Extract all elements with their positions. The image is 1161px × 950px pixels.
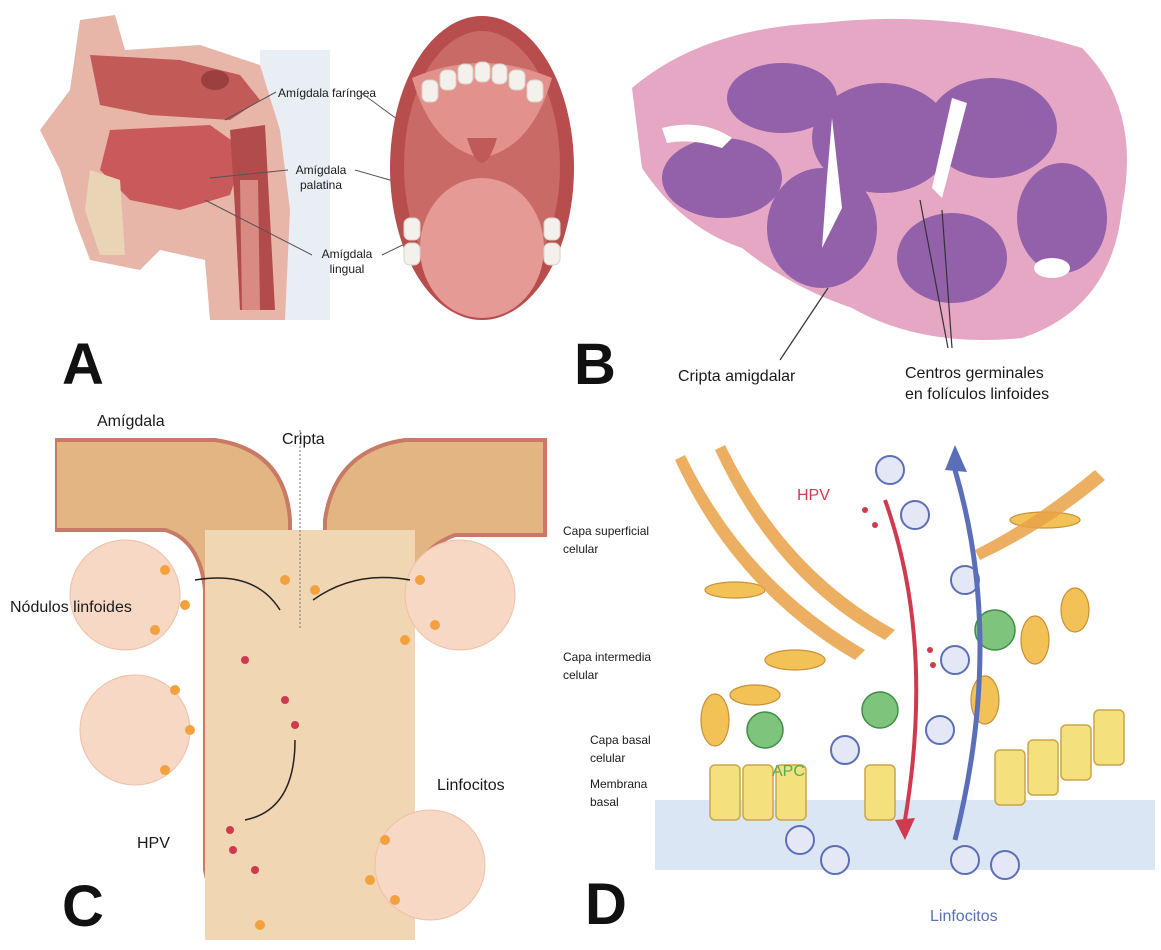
panel-d: Capa superficial celular Capa intermedia… [560, 420, 1161, 943]
label-lymphocytes: Linfocitos [930, 907, 998, 927]
label-superficial-layer-1: Capa superficial [563, 524, 649, 539]
label-crypt: Cripta [282, 430, 325, 450]
label-lymphoid-nodules: Nódulos linfoides [10, 598, 132, 618]
label-germinal-centers-2: en folículos linfoides [905, 385, 1049, 405]
label-hpv: HPV [797, 486, 830, 506]
crypt-diagram [55, 430, 575, 950]
label-intermediate-layer-1: Capa intermedia [563, 650, 651, 665]
panel-a: Amígdala faríngea Amígdala palatina Amíg… [0, 0, 580, 400]
label-hpv: HPV [137, 834, 170, 854]
label-germinal-centers-1: Centros germinales [905, 364, 1044, 384]
panel-letter-a: A [62, 336, 104, 394]
panel-letter-d: D [585, 876, 627, 934]
label-basal-membrane-1: Membrana [590, 777, 647, 792]
label-basal-membrane-2: basal [590, 795, 619, 810]
epithelium-cell-illustration [655, 440, 1155, 920]
label-tonsillar-crypt: Cripta amigdalar [678, 367, 795, 387]
panel-c: Amígdala Cripta Nódulos linfoides Linfoc… [0, 400, 580, 943]
label-basal-layer-1: Capa basal [590, 733, 651, 748]
open-mouth-illustration [382, 8, 582, 328]
label-basal-layer-2: celular [590, 751, 625, 766]
panel-letter-b: B [574, 336, 616, 394]
label-superficial-layer-2: celular [563, 542, 598, 557]
panel-letter-c: C [62, 878, 104, 936]
label-lymphocytes: Linfocitos [437, 776, 505, 796]
label-apc: APC [772, 762, 805, 782]
panel-b: B Cripta amigdalar Centros germinales en… [580, 0, 1161, 420]
label-tonsil: Amígdala [97, 412, 165, 432]
panel-b-leader-lines [580, 0, 1161, 420]
label-intermediate-layer-2: celular [563, 668, 598, 683]
